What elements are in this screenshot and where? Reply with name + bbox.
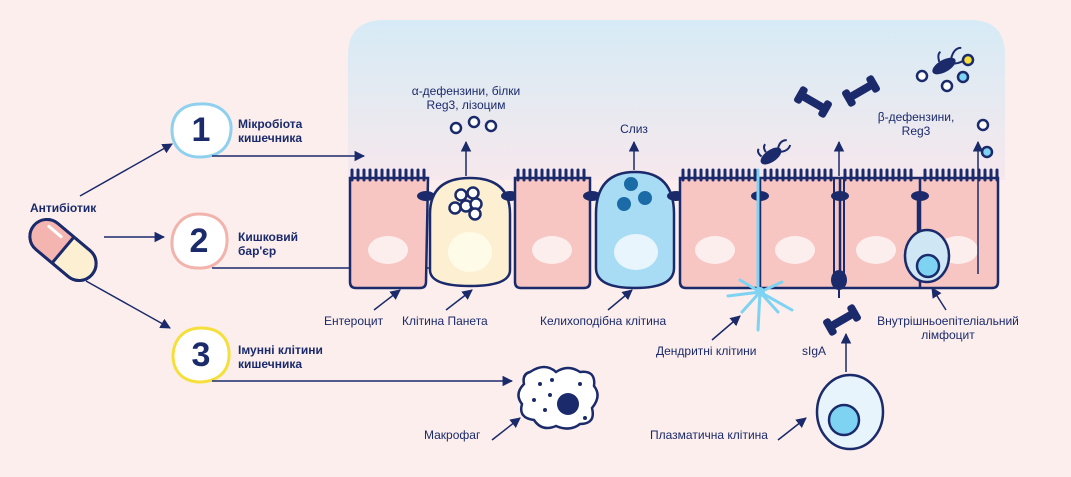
- plasma-cell: [815, 373, 885, 451]
- antibody-icon: [823, 304, 861, 336]
- iel-label-line2: лімфоцит: [921, 328, 975, 342]
- antibody-icon: [842, 75, 880, 107]
- macrophage-cell: [517, 365, 599, 430]
- factor-3-number: 3: [191, 336, 211, 374]
- intestinal-lumen: [348, 20, 1005, 180]
- factor-2-number: 2: [189, 222, 209, 260]
- beta-defensins-label-line1: β-дефензини,: [877, 110, 955, 124]
- antibody-icon: [794, 86, 832, 118]
- pointer-enterocyte: [373, 289, 401, 311]
- pathogen-particle: [940, 79, 954, 93]
- arrow-to-factor-1: [79, 143, 173, 197]
- pointer-lymphocyte: [931, 287, 947, 311]
- siga-label: sIgA: [802, 344, 827, 358]
- pathogen-particle: [961, 53, 975, 67]
- paneth-cell-label: Клітина Панета: [402, 314, 488, 328]
- siga-transport: [831, 178, 847, 298]
- plasma-cell-label: Плазматична клітина: [650, 428, 768, 442]
- goblet-cell-label: Келихоподібна клітина: [540, 314, 667, 328]
- goblet-cell: [594, 170, 685, 290]
- factor-3-label-line2: кишечника: [238, 357, 303, 371]
- factor-1-label-line2: кишечника: [238, 131, 303, 145]
- arrow-to-factor-3: [85, 280, 171, 329]
- factor-2-circle: [170, 212, 229, 270]
- factor-1-label-line1: Мікробіота: [238, 117, 303, 131]
- iel-label-line1: Внутрішньоепітеліальний: [877, 314, 1019, 328]
- factor-1-number: 1: [191, 111, 211, 149]
- bacterium-icon: [757, 139, 792, 165]
- alpha-defensins-label-line1: α-дефензини, білки: [411, 84, 521, 98]
- peptide-particle: [484, 119, 498, 133]
- peptide-particle: [467, 115, 481, 129]
- peptide-particle: [449, 121, 463, 135]
- pointer-paneth: [445, 289, 473, 311]
- pathogen-particle: [915, 69, 929, 83]
- macrophage-label: Макрофаг: [424, 428, 481, 442]
- peptide-particle: [980, 145, 994, 159]
- peptide-particle: [976, 118, 990, 132]
- factor-2-label-line1: Кишковий: [238, 230, 299, 244]
- capsule-icon: [28, 218, 98, 282]
- enterocyte-cell: [348, 168, 435, 290]
- pointer-goblet: [607, 289, 633, 311]
- enterocyte-label: Ентероцит: [324, 314, 384, 328]
- alpha-defensins-label-line2: Reg3, лізоцим: [426, 98, 506, 112]
- pointer-macrophage: [491, 417, 521, 441]
- dendritic-cells-label: Дендритні клітини: [656, 344, 757, 358]
- factor-1-circle: [170, 102, 233, 159]
- mucus-label: Слиз: [620, 122, 648, 136]
- pathogen-particle: [956, 70, 970, 84]
- pointer-plasma: [777, 417, 807, 441]
- factor-3-circle: [171, 326, 231, 384]
- pointer-dendritic: [711, 315, 741, 341]
- beta-defensins-label-line2: Reg3: [901, 124, 931, 138]
- factor-2-label-line2: бар'єр: [238, 244, 277, 258]
- factor-3-label-line1: Імунні клітини: [238, 343, 323, 357]
- lymphocyte-cell: [903, 196, 951, 284]
- dendritic-cell: [726, 168, 794, 332]
- antibiotic-label: Антибіотик: [30, 201, 97, 215]
- enterocyte-cell: [501, 168, 601, 290]
- paneth-cell: [428, 176, 512, 288]
